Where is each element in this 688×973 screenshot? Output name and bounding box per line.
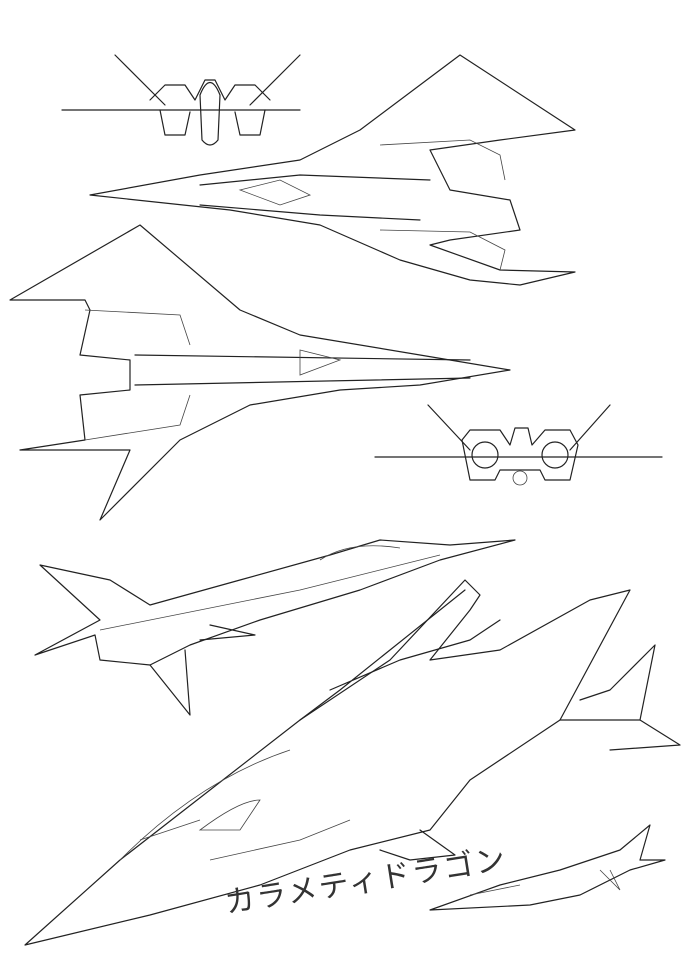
front-view-top	[61, 54, 301, 146]
side-view	[34, 539, 516, 716]
planform-view-1	[89, 54, 576, 286]
planform-view-2	[9, 224, 511, 521]
perspective-view-small	[429, 824, 666, 911]
perspective-view-large	[24, 579, 681, 946]
front-view-right	[374, 404, 663, 486]
